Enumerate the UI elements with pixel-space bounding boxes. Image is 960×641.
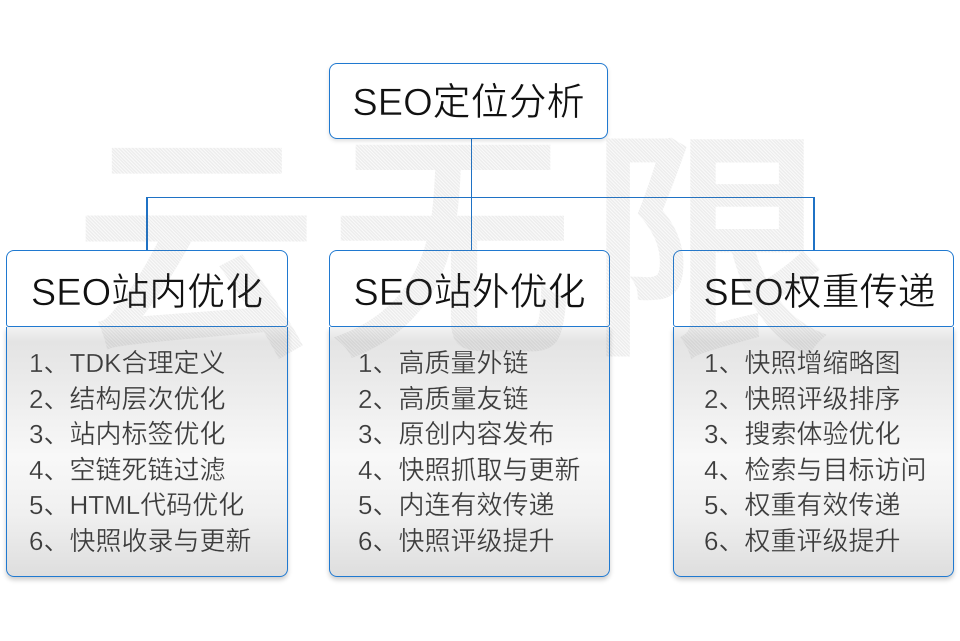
column-weight-list: 1、快照增缩略图 2、快照评级排序 3、搜索体验优化 4、检索与目标访问 5、权… bbox=[673, 327, 954, 577]
list-item: 4、检索与目标访问 bbox=[704, 454, 927, 485]
list-item: 5、权重有效传递 bbox=[704, 490, 901, 521]
connector-horizontal bbox=[146, 196, 814, 198]
list-item: 3、原创内容发布 bbox=[358, 419, 555, 450]
root-node: SEO定位分析 bbox=[329, 63, 608, 139]
list-item: 5、内连有效传递 bbox=[358, 490, 555, 521]
list-item: 6、快照收录与更新 bbox=[29, 525, 252, 556]
connector-drop-middle bbox=[470, 196, 472, 251]
connector-root-stem bbox=[470, 139, 472, 197]
list-item: 2、结构层次优化 bbox=[29, 383, 226, 414]
list-item: 2、高质量友链 bbox=[358, 383, 529, 414]
column-offsite-title: SEO站外优化 bbox=[353, 272, 586, 315]
list-item: 5、HTML代码优化 bbox=[29, 490, 245, 521]
column-weight-title: SEO权重传递 bbox=[703, 272, 936, 315]
connector-drop-left bbox=[146, 196, 148, 251]
column-onsite-list: 1、TDK合理定义 2、结构层次优化 3、站内标签优化 4、空链死链过滤 5、H… bbox=[6, 327, 288, 577]
column-weight-title-box: SEO权重传递 bbox=[673, 250, 954, 327]
list-item: 1、快照增缩略图 bbox=[704, 348, 901, 378]
list-item: 2、快照评级排序 bbox=[704, 383, 901, 414]
list-item: 6、权重评级提升 bbox=[704, 525, 901, 556]
list-item: 3、搜索体验优化 bbox=[704, 419, 901, 450]
list-item: 1、高质量外链 bbox=[358, 348, 529, 378]
list-item: 4、快照抓取与更新 bbox=[358, 454, 581, 485]
list-item: 3、站内标签优化 bbox=[29, 419, 226, 450]
column-offsite-list: 1、高质量外链 2、高质量友链 3、原创内容发布 4、快照抓取与更新 5、内连有… bbox=[329, 327, 610, 577]
column-offsite-title-box: SEO站外优化 bbox=[329, 250, 610, 327]
list-item: 4、空链死链过滤 bbox=[29, 454, 226, 485]
connector-drop-right bbox=[813, 196, 815, 251]
list-item: 6、快照评级提升 bbox=[358, 525, 555, 556]
list-item: 1、TDK合理定义 bbox=[29, 348, 226, 378]
column-onsite-title-box: SEO站内优化 bbox=[6, 250, 288, 327]
root-node-title: SEO定位分析 bbox=[352, 81, 585, 124]
column-onsite-title: SEO站内优化 bbox=[30, 272, 264, 315]
